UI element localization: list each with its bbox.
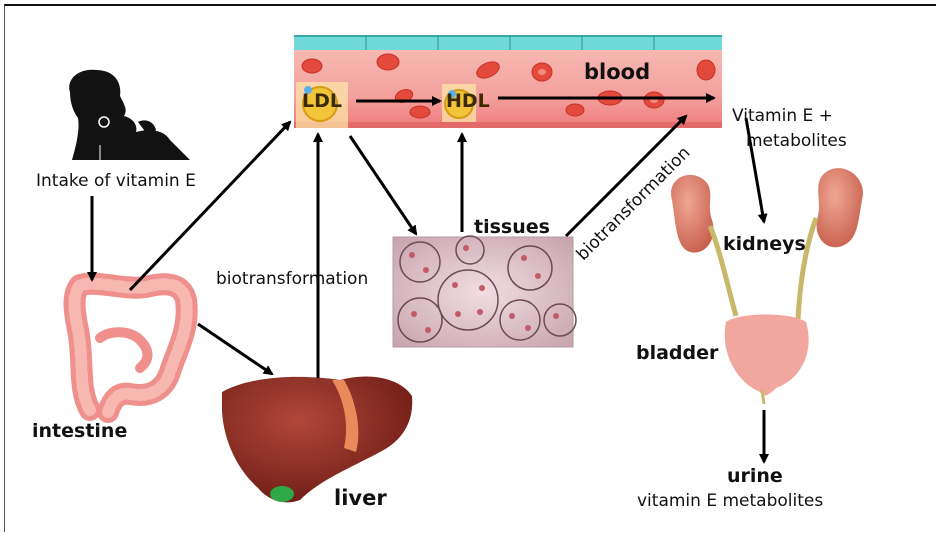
liver-illustration [222, 377, 412, 503]
bladder-illustration [725, 315, 809, 405]
intestine-label: intestine [32, 422, 127, 441]
urine-label: urine [727, 467, 783, 486]
hdl-label: HDL [446, 92, 490, 111]
blood-vessel [294, 36, 722, 128]
biotransformation-liver-label: biotransformation [216, 271, 368, 288]
intestine-illustration [75, 284, 187, 412]
liver-label: liver [334, 488, 387, 509]
vitamin-e-metabolites-label-line1: Vitamin E + [732, 108, 833, 125]
intake-label: Intake of vitamin E [36, 173, 196, 190]
bladder-label: bladder [636, 344, 718, 363]
tissue-micrograph [393, 236, 576, 347]
kidneys-label: kidneys [723, 235, 806, 254]
person-drinking-icon [69, 70, 190, 160]
blood-label: blood [584, 62, 650, 83]
vitamin-e-metabolites-label-line2: metabolites [746, 133, 847, 150]
ldl-label: LDL [302, 92, 342, 111]
tissues-label: tissues [474, 218, 550, 237]
arrow-intestine-to-liver [198, 324, 272, 374]
urine-metabolites-label: vitamin E metabolites [637, 493, 823, 510]
arrow-ldl-to-tissues [350, 136, 416, 234]
